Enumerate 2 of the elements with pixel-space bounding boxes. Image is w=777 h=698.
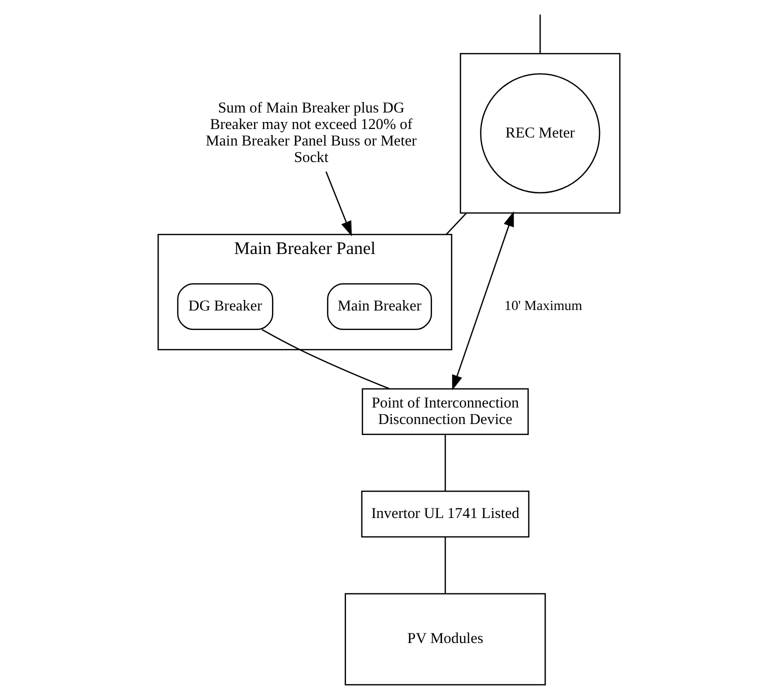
node-text: Sum of Main Breaker plus DG Breaker may not exceed 120% of Main Breaker Panel Buss or Meter Sockt — [205, 100, 416, 166]
edge-label: 10' Maximum — [504, 299, 582, 314]
